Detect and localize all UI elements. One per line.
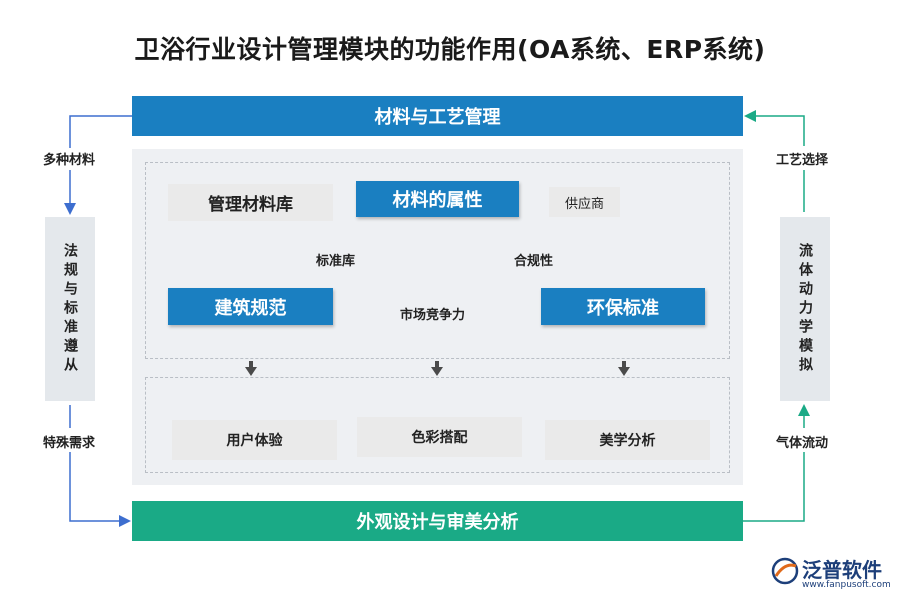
right-top-arrow bbox=[744, 110, 805, 146]
manage-library-box: 管理材料库 bbox=[168, 184, 333, 221]
logo-name: 泛普软件 bbox=[802, 558, 882, 582]
building-spec-box: 建筑规范 bbox=[168, 288, 333, 325]
lower-item-color-match: 色彩搭配 bbox=[357, 417, 522, 457]
standard-lib-label: 标准库 bbox=[316, 254, 356, 269]
logo-url: www.fanpusoft.com bbox=[802, 580, 891, 590]
material-props-box: 材料的属性 bbox=[356, 181, 519, 217]
right-bottom-label: 气体流动 bbox=[776, 436, 829, 451]
left-top-label: 多种材料 bbox=[43, 153, 96, 168]
right-bottom-connector bbox=[743, 452, 805, 522]
right-column: 流体动力学模拟 bbox=[780, 217, 830, 401]
left-bottom-arrow bbox=[69, 452, 131, 527]
bottom-banner: 外观设计与审美分析 bbox=[132, 501, 743, 541]
lower-item-user-experience: 用户体验 bbox=[172, 420, 337, 460]
left-top-connector bbox=[69, 115, 132, 148]
supplier-box: 供应商 bbox=[549, 187, 620, 217]
left-column: 法规与标准遵从 bbox=[45, 217, 95, 401]
right-column-text: 流体动力学模拟 bbox=[797, 242, 813, 376]
env-standard-box: 环保标准 bbox=[541, 288, 705, 325]
down-arrow-left-icon bbox=[245, 361, 257, 376]
down-arrow-mid-icon bbox=[431, 361, 443, 376]
brand-logo: 泛普软件 www.fanpusoft.com bbox=[770, 552, 895, 596]
left-bottom-label: 特殊需求 bbox=[43, 436, 96, 451]
left-column-text: 法规与标准遵从 bbox=[62, 242, 78, 376]
market-comp-label: 市场竞争力 bbox=[400, 308, 466, 323]
lower-item-aesthetic: 美学分析 bbox=[545, 420, 710, 460]
right-top-label: 工艺选择 bbox=[776, 153, 829, 168]
compliance-label: 合规性 bbox=[514, 254, 554, 269]
logo-mark-icon bbox=[771, 557, 799, 585]
upper-dashed-box bbox=[145, 162, 730, 359]
page-title: 卫浴行业设计管理模块的功能作用(OA系统、ERP系统) bbox=[134, 35, 766, 64]
lower-dashed-box bbox=[145, 377, 730, 473]
top-banner: 材料与工艺管理 bbox=[132, 96, 743, 136]
down-arrow-right-icon bbox=[618, 361, 630, 376]
